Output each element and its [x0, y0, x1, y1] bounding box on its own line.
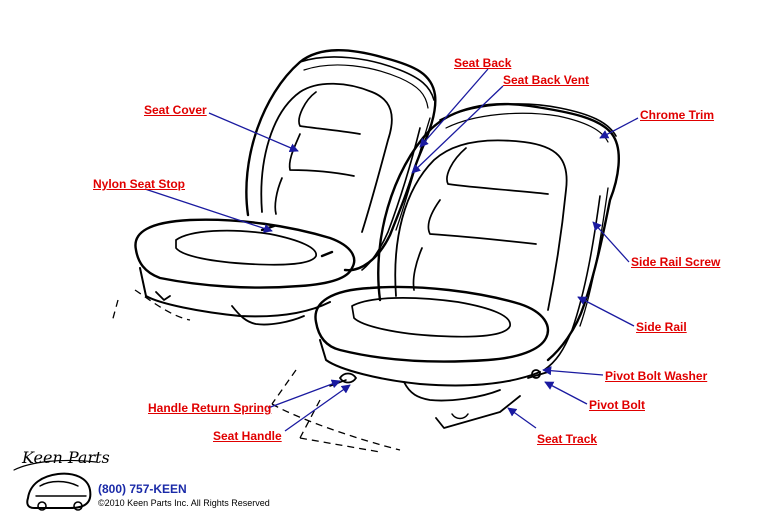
leader-side-rail: [577, 296, 635, 327]
label-seat-handle[interactable]: Seat Handle: [213, 429, 282, 443]
leader-seat-track: [507, 407, 537, 429]
label-side-rail-screw[interactable]: Side Rail Screw: [631, 255, 721, 269]
floor-outline: [111, 289, 401, 453]
label-seat-back-vent[interactable]: Seat Back Vent: [503, 73, 590, 87]
label-chrome-trim[interactable]: Chrome Trim: [640, 108, 715, 122]
label-seat-cover[interactable]: Seat Cover: [144, 103, 207, 117]
left-seat: [134, 49, 437, 326]
label-nylon-seat-stop[interactable]: Nylon Seat Stop: [93, 177, 186, 191]
leader-lines: [144, 68, 639, 432]
label-seat-track[interactable]: Seat Track: [537, 432, 598, 446]
label-pivot-bolt[interactable]: Pivot Bolt: [589, 398, 645, 412]
keen-parts-logo: [13, 459, 97, 511]
label-seat-back[interactable]: Seat Back: [454, 56, 512, 70]
leader-pivot-bolt-washer: [542, 366, 604, 376]
leader-chrome-trim: [599, 117, 639, 139]
leader-side-rail-screw: [592, 221, 630, 263]
leader-pivot-bolt: [544, 381, 588, 405]
phone-number: (800) 757-KEEN: [98, 482, 187, 496]
leader-handle-return-spring: [267, 379, 341, 409]
leader-seat-cover: [208, 112, 299, 152]
label-side-rail[interactable]: Side Rail: [636, 320, 687, 334]
leader-seat-back: [419, 68, 489, 148]
leader-seat-handle: [284, 384, 351, 432]
label-pivot-bolt-washer[interactable]: Pivot Bolt Washer: [605, 369, 708, 383]
leader-nylon-seat-stop: [144, 188, 273, 233]
keen-parts-logo-text: Keen Parts: [22, 448, 110, 467]
copyright-text: ©2010 Keen Parts Inc. All Rights Reserve…: [98, 498, 270, 508]
label-handle-return-spring[interactable]: Handle Return Spring: [148, 401, 272, 415]
leader-seat-back-vent: [411, 85, 504, 174]
